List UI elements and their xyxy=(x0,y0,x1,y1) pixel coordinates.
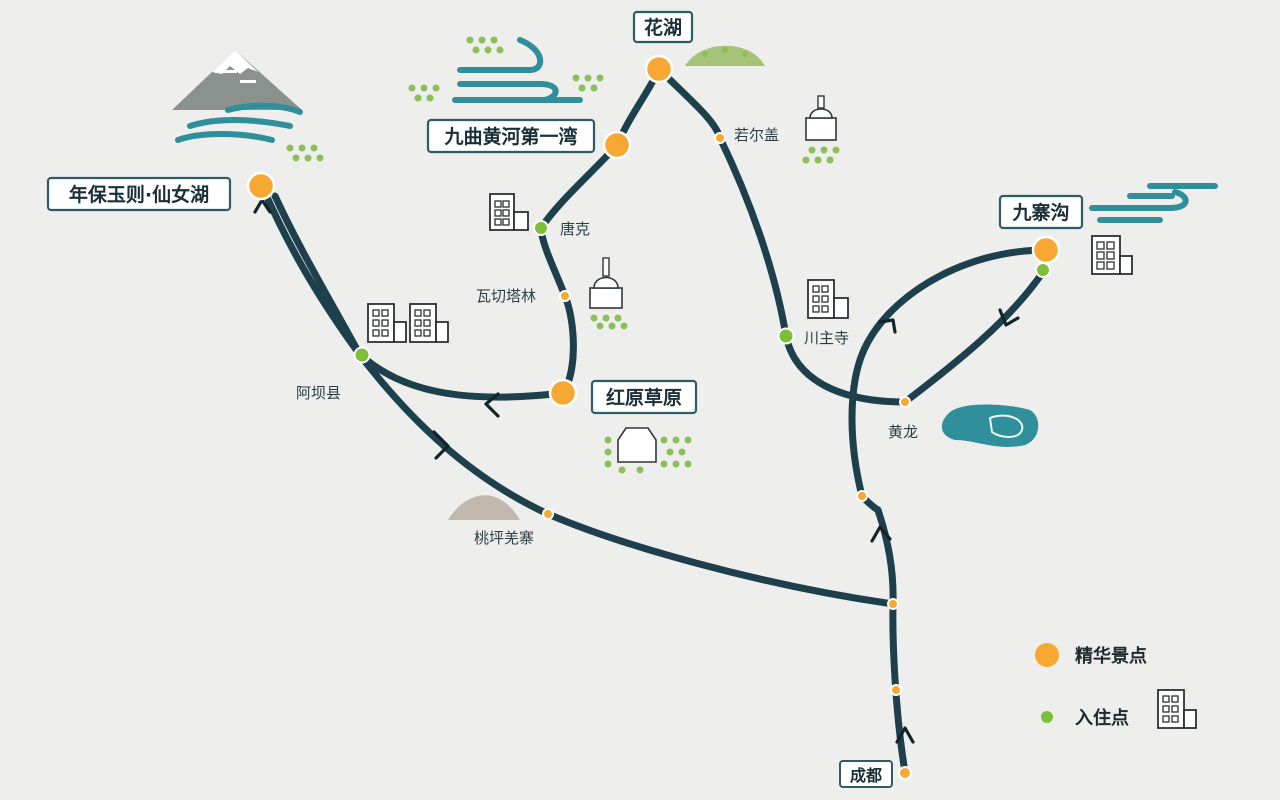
map-legend: 精华景点 入住点 xyxy=(1035,643,1197,729)
highlight-marker[interactable] xyxy=(548,378,578,408)
direction-arrows xyxy=(253,198,1020,744)
svg-text:成都: 成都 xyxy=(850,766,882,785)
town-label-jvke: 唐克 xyxy=(560,220,590,238)
highlight-marker[interactable] xyxy=(602,130,632,160)
legend-stay-label: 入住点 xyxy=(1075,707,1129,729)
building-icon xyxy=(807,279,849,319)
destination-label-huahu[interactable]: 花湖 xyxy=(632,10,694,44)
town-label-waqie: 瓦切塔林 xyxy=(476,287,536,305)
destination-label-jiuqu[interactable]: 九曲黄河第一湾 xyxy=(426,118,596,154)
stupa-icon xyxy=(589,257,628,330)
legend-stay-swatch xyxy=(1041,711,1053,723)
river-icon xyxy=(1089,183,1218,223)
transit-marker[interactable] xyxy=(559,290,571,302)
mountain-icon xyxy=(172,50,324,162)
lake-icon xyxy=(941,404,1039,447)
yurt-icon xyxy=(604,427,692,474)
destination-label-chengdu[interactable]: 成都 xyxy=(839,760,893,788)
svg-text:九曲黄河第一湾: 九曲黄河第一湾 xyxy=(443,125,577,148)
building-icon xyxy=(1157,689,1197,729)
building-icon xyxy=(489,193,529,231)
town-label-chuanzhusi: 川主寺 xyxy=(804,329,849,347)
destination-label-jiuzhaigou[interactable]: 九寨沟 xyxy=(998,194,1084,230)
waypoints xyxy=(246,54,1061,780)
transit-marker[interactable] xyxy=(714,132,726,144)
town-label-aba: 阿坝县 xyxy=(296,384,341,402)
stay-marker[interactable] xyxy=(353,346,371,364)
town-label-huanglong: 黄龙 xyxy=(888,423,918,441)
highlight-marker[interactable] xyxy=(1031,235,1061,265)
transit-marker[interactable] xyxy=(898,766,912,780)
legend-highlight-swatch xyxy=(1035,643,1059,667)
stay-marker[interactable] xyxy=(777,327,795,345)
town-label-ruoergai: 若尔盖 xyxy=(734,126,779,144)
hill-icon xyxy=(685,45,765,66)
hill-icon xyxy=(448,495,520,520)
svg-text:花湖: 花湖 xyxy=(644,16,682,39)
stay-marker[interactable] xyxy=(1035,262,1051,278)
building-icon xyxy=(1091,235,1133,275)
building-icon xyxy=(367,303,449,343)
svg-text:年保玉则·仙女湖: 年保玉则·仙女湖 xyxy=(69,183,209,206)
transit-marker[interactable] xyxy=(542,508,554,520)
transit-marker[interactable] xyxy=(887,598,899,610)
svg-text:红原草原: 红原草原 xyxy=(606,386,682,409)
town-label-taoping: 桃坪羌寨 xyxy=(474,529,534,547)
svg-text:九寨沟: 九寨沟 xyxy=(1011,201,1069,224)
transit-marker[interactable] xyxy=(856,490,868,502)
stay-marker[interactable] xyxy=(533,220,549,236)
destination-label-nianbao[interactable]: 年保玉则·仙女湖 xyxy=(46,176,232,212)
route-lines xyxy=(258,65,1050,776)
legend-highlight-label: 精华景点 xyxy=(1075,645,1147,667)
transit-marker[interactable] xyxy=(899,396,911,408)
stupa-icon xyxy=(802,95,840,164)
highlight-marker[interactable] xyxy=(246,171,276,201)
destination-label-hongyuan[interactable]: 红原草原 xyxy=(590,379,698,415)
river-icon xyxy=(408,36,604,103)
highlight-marker[interactable] xyxy=(644,54,674,84)
transit-marker[interactable] xyxy=(890,684,902,696)
